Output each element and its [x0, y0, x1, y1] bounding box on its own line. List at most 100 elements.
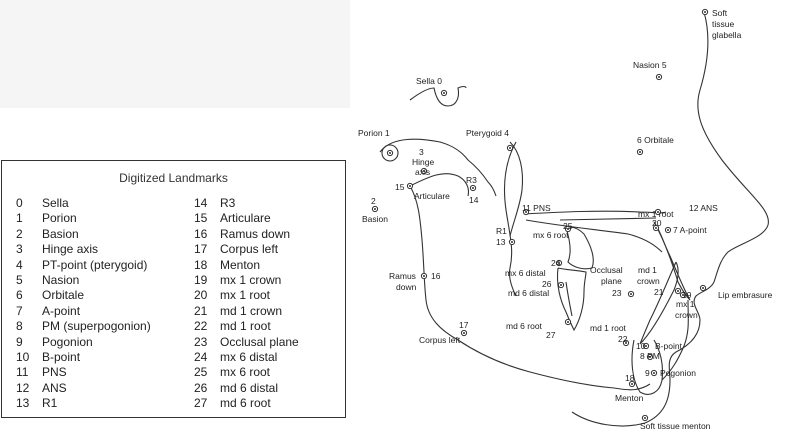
menton-label: Menton: [615, 393, 644, 403]
mandibular-incisor: [639, 261, 679, 345]
mandibular-symphysis: [631, 339, 664, 395]
maxilla-outline: [525, 219, 663, 253]
legend-label: mx 6 distal: [220, 350, 278, 364]
legend-label: R3: [220, 196, 236, 210]
landmark-point-center: [639, 151, 641, 153]
num9-label: 9: [645, 368, 650, 378]
landmark-point-center: [567, 228, 569, 230]
legend-label: PT-point (pterygoid): [42, 257, 148, 272]
landmark-point-center: [558, 262, 560, 264]
legend-label: Porion: [42, 211, 77, 226]
landmark-point-center: [463, 332, 465, 334]
legend-number: 1: [16, 211, 23, 226]
mx6-root-label: mx 6 root: [533, 230, 569, 240]
num21-label: 21: [654, 287, 664, 297]
landmark-point-center: [655, 227, 657, 229]
pterygoid-outline-2: [509, 141, 524, 237]
legend-label: R1: [42, 396, 58, 411]
legend-label: md 1 root: [220, 319, 271, 334]
landmark-points: [371, 8, 709, 422]
landmark-point-center: [644, 417, 646, 419]
landmark-point-center: [423, 170, 425, 172]
landmark-point-center: [625, 342, 627, 344]
legend-label: md 6 distal: [220, 380, 279, 395]
legend-label: md 1 crown: [220, 303, 283, 318]
legend-number: 25: [194, 365, 208, 380]
background-panel: [0, 0, 350, 108]
md6-distal-label: md 6 distal: [508, 288, 549, 298]
landmark-point-center: [657, 211, 659, 213]
legend-label: Articulare: [220, 211, 271, 226]
legend-number: 0: [16, 196, 23, 210]
landmark-point-center: [630, 293, 632, 295]
legend-number: 17: [194, 242, 208, 257]
legend-label: mx 1 crown: [220, 273, 282, 287]
num26-label: 26: [542, 279, 552, 289]
landmark-point-center: [649, 356, 651, 358]
legend-number: 26: [194, 380, 208, 395]
a-point-label: 7 A-point: [673, 225, 707, 235]
md6-root-label: md 6 root: [506, 321, 543, 331]
landmark-point-center: [511, 241, 513, 243]
landmark-point-center: [667, 229, 669, 231]
num19-label: 19: [682, 290, 692, 300]
mx1-root-label: mx 1 root: [638, 209, 674, 219]
landmark-point-center: [374, 208, 376, 210]
landmark-point-center: [567, 321, 569, 323]
legend-label: mx 1 root: [220, 288, 271, 303]
nasion-label: Nasion 5: [633, 60, 667, 70]
corpus-left-label: Corpus left: [419, 335, 461, 345]
landmark-point-center: [423, 275, 425, 277]
num10-label: 10: [636, 341, 646, 351]
articulare-label: Articulare: [414, 191, 450, 201]
cranial-base-outline: [379, 138, 497, 197]
soft-tissue-menton-label: Soft tissue menton: [640, 421, 711, 431]
ramus-front: [409, 173, 470, 197]
legend-label: Corpus left: [220, 242, 279, 257]
num24-label: 24: [551, 258, 561, 268]
num17-label: 17: [459, 320, 469, 330]
legend-label: Occlusal plane: [220, 334, 299, 349]
porion-ring: [381, 144, 399, 162]
landmark-point-center: [677, 290, 679, 292]
legend-label: Basion: [42, 226, 79, 241]
legend-label: PNS: [42, 365, 67, 380]
legend-number: 4: [16, 257, 23, 272]
landmark-point-center: [443, 92, 445, 94]
landmark-point-center: [409, 185, 411, 187]
landmark-point-center: [702, 287, 704, 289]
pterygoid-label: Pterygoid 4: [466, 128, 509, 138]
ans-label: 12 ANS: [689, 203, 718, 213]
landmark-point-center: [389, 152, 391, 154]
landmark-point-center: [645, 345, 647, 347]
landmark-point-center: [472, 187, 474, 189]
md1-root-label: md 1 root: [590, 323, 627, 333]
pns-label: 11 PNS: [522, 203, 551, 213]
legend-label: A-point: [42, 303, 81, 318]
pterygoid-outline: [503, 141, 517, 297]
legend-number: 20: [194, 288, 208, 303]
legend-number: 14: [194, 196, 208, 210]
legend-number: 8: [16, 319, 23, 334]
pm-label: 8 PM: [640, 351, 660, 361]
legend-number: 2: [16, 226, 23, 241]
mx6-distal-label: mx 6 distal: [505, 268, 546, 278]
legend-number: 23: [194, 334, 208, 349]
legend-number: 27: [194, 396, 208, 411]
legend-label: Hinge axis: [42, 242, 99, 257]
legend-number: 24: [194, 350, 208, 364]
outline-group: [379, 11, 769, 427]
sella-turcica: [409, 85, 467, 107]
num20-label: 20: [652, 218, 662, 228]
chin-outline: [661, 299, 689, 381]
legend-label: Menton: [220, 257, 261, 272]
landmark-point-center: [704, 11, 706, 13]
